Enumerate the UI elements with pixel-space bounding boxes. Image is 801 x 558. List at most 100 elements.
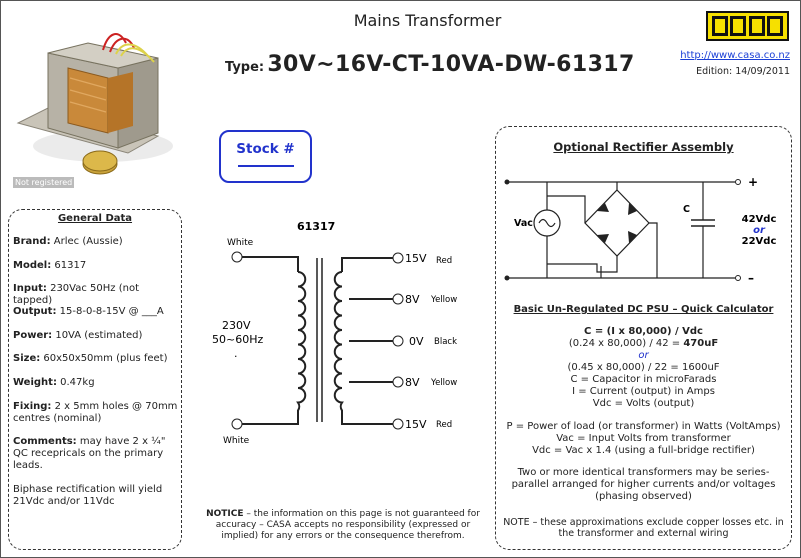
tap-voltage-2: 8V bbox=[405, 293, 420, 306]
logo-letter-a2 bbox=[766, 16, 783, 36]
output-node-minus bbox=[735, 275, 741, 281]
output-node-plus bbox=[735, 179, 741, 185]
logo-letter-a bbox=[730, 16, 747, 36]
tap-voltage-1: 15V bbox=[405, 252, 427, 265]
tap-voltage-5: 15V bbox=[405, 418, 427, 431]
page-title: Mains Transformer bbox=[353, 11, 502, 30]
stock-number-box: Stock # bbox=[219, 130, 312, 183]
not-registered-badge: Not registered bbox=[13, 177, 75, 188]
weight-value: 0.47kg bbox=[56, 377, 95, 388]
capacitor-label: C bbox=[683, 204, 690, 215]
tap-color-1: Red bbox=[436, 256, 452, 266]
general-data-panel bbox=[8, 209, 182, 550]
approximation-note: NOTE – these approximations exclude copp… bbox=[503, 517, 784, 539]
input-value: 230Vac 50Hz (not tapped) bbox=[13, 283, 139, 306]
comments-label: Comments: bbox=[13, 436, 77, 447]
secondary-winding bbox=[333, 271, 344, 412]
definition-vac: Vac = Input Volts from transformer bbox=[556, 433, 731, 444]
notice-text: – the information on this page is not gu… bbox=[215, 509, 480, 541]
bridge-rectifier-icon bbox=[584, 189, 650, 257]
primary-dot: . bbox=[234, 347, 238, 360]
primary-top-label: White bbox=[227, 238, 254, 248]
tap-color-2: Yellow bbox=[430, 295, 457, 305]
definition-vdc-formula: Vdc = Vac x 1.4 (using a full-bridge rec… bbox=[532, 445, 755, 456]
input-node-top bbox=[504, 179, 510, 185]
output-label: Output: bbox=[13, 306, 57, 317]
output-voltage-1: 42Vdc bbox=[742, 214, 777, 225]
rectifier-circuit: Vac C + – 42Vdc or 22Vdc bbox=[504, 175, 777, 285]
notice-label: NOTICE bbox=[206, 509, 244, 519]
tap-terminal-3 bbox=[392, 335, 404, 347]
logo-letter-c bbox=[712, 16, 729, 36]
input-label: Input: bbox=[13, 283, 47, 294]
vac-label: Vac bbox=[514, 218, 533, 229]
fixing-value: 2 x 5mm holes @ 70mm centres (nominal) bbox=[13, 401, 178, 424]
definition-i: I = Current (output) in Amps bbox=[572, 386, 715, 397]
tap-terminal-4 bbox=[392, 376, 404, 388]
website-link[interactable]: http://www.casa.co.nz bbox=[680, 50, 790, 61]
tap-terminal-2 bbox=[392, 293, 404, 305]
logo-letter-s bbox=[748, 16, 765, 36]
comments-row: Comments: may have 2 x ¼" QC recepricals… bbox=[13, 436, 179, 472]
rectifier-panel bbox=[495, 126, 792, 550]
brand-row: Brand: Arlec (Aussie) bbox=[13, 236, 179, 248]
tap-color-3: Black bbox=[434, 337, 457, 347]
output-or: or bbox=[753, 225, 766, 236]
power-label: Power: bbox=[13, 330, 53, 341]
primary-terminal-top bbox=[231, 251, 243, 263]
primary-winding bbox=[296, 271, 307, 412]
calculator-or: or bbox=[638, 350, 649, 361]
definition-c: C = Capacitor in microFarads bbox=[570, 374, 717, 385]
example-1-result: 470uF bbox=[683, 338, 719, 349]
disclaimer-notice: NOTICE – the information on this page is… bbox=[198, 509, 488, 542]
example-1-expression: (0.24 x 80,000) / 42 = bbox=[568, 338, 684, 349]
transformer-photo bbox=[16, 33, 173, 175]
fixing-label: Fixing: bbox=[13, 401, 52, 412]
rectifier-title: Optional Rectifier Assembly bbox=[553, 140, 734, 154]
input-row: Input: 230Vac 50Hz (not tapped) bbox=[13, 283, 179, 307]
transformer-schematic: 61317 White White 15V Red 8V Yellow 0V B… bbox=[212, 220, 457, 446]
input-node-bottom bbox=[504, 275, 510, 281]
primary-voltage: 230V bbox=[222, 319, 251, 332]
size-label: Size: bbox=[13, 353, 41, 364]
definition-p: P = Power of load (or transformer) in Wa… bbox=[506, 421, 781, 432]
output-value: 15-8-0-8-15V @ ___A bbox=[56, 306, 164, 317]
primary-frequency: 50~60Hz bbox=[212, 333, 263, 346]
brand-label: Brand: bbox=[13, 236, 51, 247]
tap-voltage-3: 0V bbox=[409, 335, 424, 348]
calculator-example-1: (0.24 x 80,000) / 42 = 470uF bbox=[495, 338, 792, 350]
general-data-title: General Data bbox=[57, 213, 133, 224]
plus-terminal-label: + bbox=[748, 175, 758, 189]
casa-logo bbox=[706, 11, 789, 41]
weight-row: Weight: 0.47kg bbox=[13, 377, 179, 389]
series-parallel-note: Two or more identical transformers may b… bbox=[511, 467, 776, 502]
output-row: Output: 15-8-0-8-15V @ ___A bbox=[13, 306, 179, 318]
definition-vdc: Vdc = Volts (output) bbox=[592, 398, 695, 409]
calculator-example-2: (0.45 x 80,000) / 22 = 1600uF bbox=[567, 362, 720, 373]
model-label: Model: bbox=[13, 260, 52, 271]
comments-value: may have 2 x ¼" QC recepricals on the pr… bbox=[13, 436, 166, 471]
size-value: 60x50x50mm (plus feet) bbox=[40, 353, 168, 364]
tap-color-4: Yellow bbox=[430, 378, 457, 388]
primary-bottom-label: White bbox=[223, 436, 250, 446]
primary-terminal-bottom bbox=[231, 418, 243, 430]
type-line: Type: 30V~16V-CT-10VA-DW-61317 bbox=[225, 52, 665, 77]
tap-voltage-4: 8V bbox=[405, 376, 420, 389]
fixing-row: Fixing: 2 x 5mm holes @ 70mm centres (no… bbox=[13, 401, 179, 425]
tap-terminal-5 bbox=[392, 418, 404, 430]
stock-blank-line bbox=[237, 165, 294, 167]
power-value: 10VA (estimated) bbox=[52, 330, 143, 341]
output-voltage-2: 22Vdc bbox=[742, 236, 777, 247]
stock-label: Stock # bbox=[236, 141, 295, 157]
edition-date: Edition: 14/09/2011 bbox=[696, 66, 790, 77]
power-row: Power: 10VA (estimated) bbox=[13, 330, 179, 342]
type-label: Type: bbox=[225, 60, 265, 75]
model-value: 61317 bbox=[51, 260, 87, 271]
tap-terminal-1 bbox=[392, 252, 404, 264]
tap-color-5: Red bbox=[436, 420, 452, 430]
model-row: Model: 61317 bbox=[13, 260, 179, 272]
calculator-formula: C = (I x 80,000) / Vdc bbox=[584, 326, 703, 337]
brand-value: Arlec (Aussie) bbox=[50, 236, 123, 247]
biphase-note: Biphase rectification will yield 21Vdc a… bbox=[13, 484, 163, 507]
schematic-model: 61317 bbox=[297, 220, 335, 233]
